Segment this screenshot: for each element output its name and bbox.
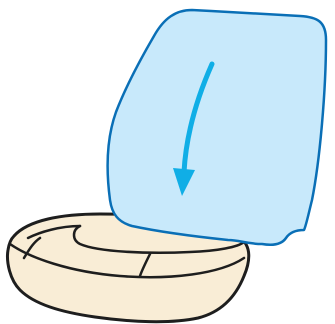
seat-cushion-icon [6,212,251,324]
arrow-shaft [181,61,215,175]
backrest-body [106,8,328,246]
cushion-middle-seam [138,252,152,278]
cushion-left-seam [26,224,82,240]
cushion-front-edge [8,242,246,279]
fold-down-arrow-icon [173,61,215,196]
seat-backrest-icon [106,8,328,246]
cushion-left-fold [22,236,42,260]
arrow-head [173,168,195,196]
cushion-inner-edge [72,224,246,254]
